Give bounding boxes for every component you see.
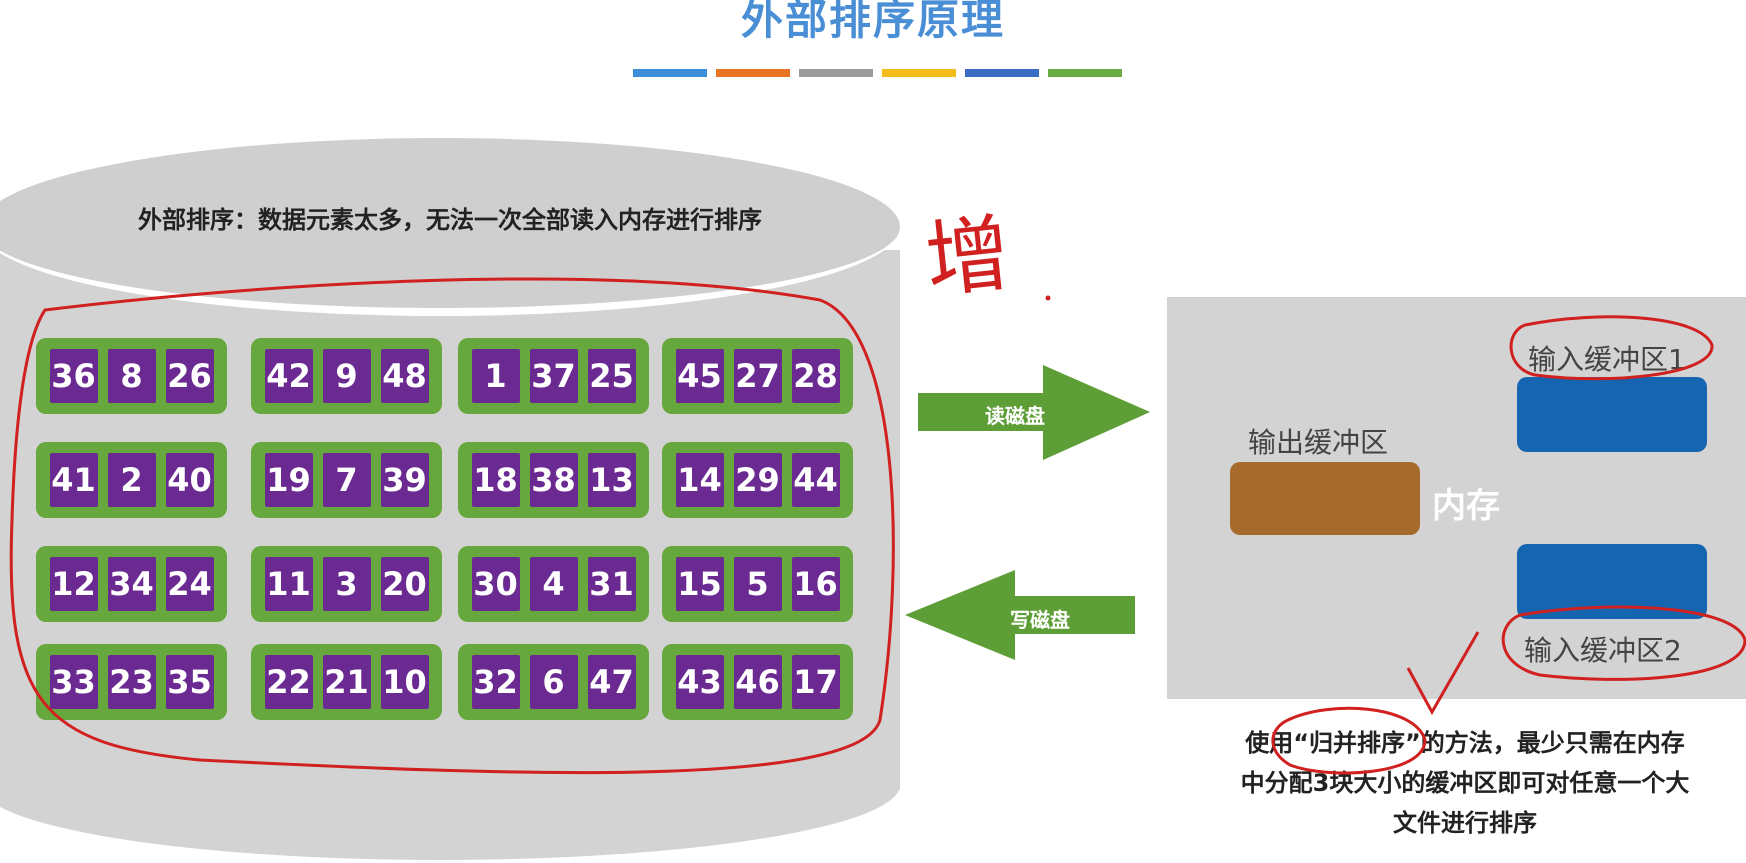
data-element: 30 xyxy=(471,557,520,611)
input-buffer-1-label: 输入缓冲区1 xyxy=(1528,343,1686,376)
data-element: 34 xyxy=(107,557,156,611)
disk-caption: 外部排序：数据元素太多，无法一次全部读入内存进行排序 xyxy=(138,206,762,234)
write-disk-arrow xyxy=(905,570,1135,660)
data-element: 18 xyxy=(471,453,520,507)
page-title: 外部排序原理 xyxy=(740,0,1005,44)
data-element: 17 xyxy=(791,655,840,709)
data-element: 20 xyxy=(380,557,429,611)
data-element: 35 xyxy=(165,655,214,709)
read-disk-label: 读磁盘 xyxy=(985,404,1045,428)
data-element: 45 xyxy=(675,349,724,403)
data-element: 21 xyxy=(322,655,371,709)
handwritten-char: 增 xyxy=(920,203,1015,311)
data-element: 4 xyxy=(529,557,578,611)
data-element: 42 xyxy=(264,349,313,403)
data-element: 32 xyxy=(471,655,520,709)
data-element: 11 xyxy=(264,557,313,611)
data-element: 48 xyxy=(380,349,429,403)
note-line-1: 使用“归并排序”的方法，最少只需在内存 xyxy=(1245,729,1685,757)
data-element: 19 xyxy=(264,453,313,507)
data-element: 39 xyxy=(380,453,429,507)
data-element: 31 xyxy=(587,557,636,611)
data-element: 46 xyxy=(733,655,782,709)
data-element: 43 xyxy=(675,655,724,709)
output-buffer-label: 输出缓冲区 xyxy=(1248,426,1389,459)
data-element: 22 xyxy=(264,655,313,709)
input-buffer-1 xyxy=(1517,377,1707,452)
data-element: 7 xyxy=(322,453,371,507)
note-line-3: 文件进行排序 xyxy=(1393,809,1537,837)
color-bar-segment xyxy=(799,69,873,77)
data-element: 41 xyxy=(49,453,98,507)
data-element: 2 xyxy=(107,453,156,507)
data-element: 12 xyxy=(49,557,98,611)
data-element: 5 xyxy=(733,557,782,611)
data-element: 16 xyxy=(791,557,840,611)
data-element: 24 xyxy=(165,557,214,611)
read-disk-arrow xyxy=(918,365,1150,460)
data-element: 36 xyxy=(49,349,98,403)
output-buffer xyxy=(1230,462,1420,535)
input-buffer-2 xyxy=(1517,544,1707,619)
note-line-2: 中分配3块大小的缓冲区即可对任意一个大 xyxy=(1240,769,1690,797)
color-bar-segment xyxy=(1048,69,1122,77)
data-element: 44 xyxy=(791,453,840,507)
color-bar-segment xyxy=(882,69,956,77)
data-element: 47 xyxy=(587,655,636,709)
data-element: 26 xyxy=(165,349,214,403)
memory-label: 内存 xyxy=(1432,486,1500,526)
data-element: 33 xyxy=(49,655,98,709)
color-bar-segment xyxy=(633,69,707,77)
data-element: 15 xyxy=(675,557,724,611)
input-buffer-2-label: 输入缓冲区2 xyxy=(1524,634,1682,667)
data-element: 6 xyxy=(529,655,578,709)
data-element: 25 xyxy=(587,349,636,403)
data-element: 28 xyxy=(791,349,840,403)
data-element: 40 xyxy=(165,453,214,507)
data-element: 13 xyxy=(587,453,636,507)
data-element: 38 xyxy=(529,453,578,507)
data-element: 14 xyxy=(675,453,724,507)
disk-bottom xyxy=(0,710,900,860)
data-element: 10 xyxy=(380,655,429,709)
data-element: 3 xyxy=(322,557,371,611)
data-element: 9 xyxy=(322,349,371,403)
data-element: 1 xyxy=(471,349,520,403)
color-bar-segment xyxy=(965,69,1039,77)
data-element: 8 xyxy=(107,349,156,403)
data-element: 23 xyxy=(107,655,156,709)
data-element: 27 xyxy=(733,349,782,403)
color-bar-segment xyxy=(716,69,790,77)
data-element: 37 xyxy=(529,349,578,403)
merge-sort-note: 使用“归并排序”的方法，最少只需在内存 中分配3块大小的缓冲区即可对任意一个大 … xyxy=(1195,723,1735,843)
data-element: 29 xyxy=(733,453,782,507)
write-disk-label: 写磁盘 xyxy=(1010,608,1070,632)
